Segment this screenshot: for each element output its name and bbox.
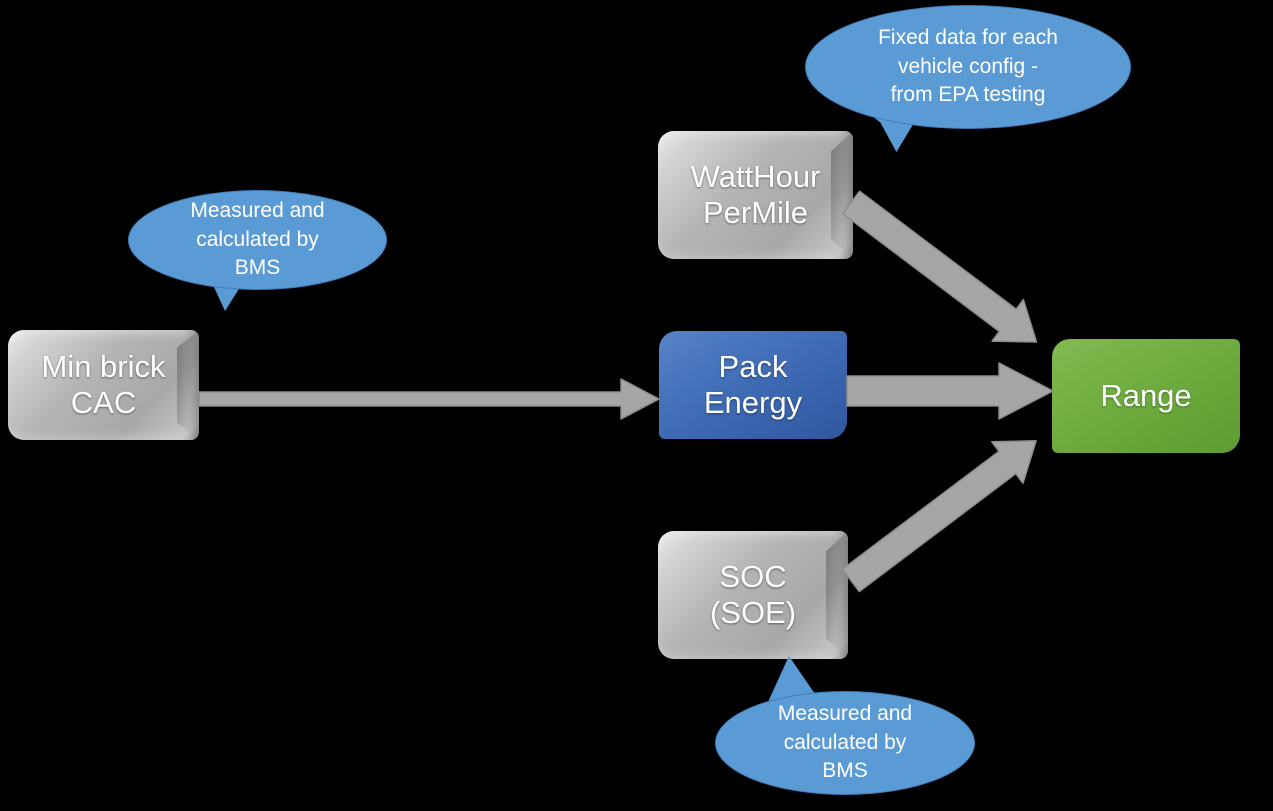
callout-epa[interactable]: Fixed data for each vehicle config - fro… (805, 5, 1131, 152)
arrow-watthour-to-range (842, 190, 1060, 361)
node-range-label: Range (1100, 378, 1192, 414)
callout-bms-soc-bubble: Measured and calculated by BMS (715, 691, 975, 795)
callout-epa-bubble: Fixed data for each vehicle config - fro… (805, 5, 1131, 129)
node-watthour-permile-label: WattHour PerMile (690, 159, 821, 230)
node-min-brick-cac-label: Min brick CAC (41, 349, 166, 420)
node-pack-energy-label: Pack Energy (703, 349, 803, 420)
arrow-pack-energy-to-range (846, 362, 1055, 420)
callout-bms-cac[interactable]: Measured and calculated by BMS (128, 190, 387, 311)
callout-bms-cac-bubble: Measured and calculated by BMS (128, 190, 387, 290)
arrow-soc-to-range (841, 420, 1058, 593)
node-watthour-permile[interactable]: WattHour PerMile (658, 131, 853, 259)
callout-bms-soc[interactable]: Measured and calculated by BMS (715, 656, 975, 795)
node-soc-soe[interactable]: SOC (SOE) (658, 531, 848, 659)
callout-bms-soc-text: Measured and calculated by BMS (777, 702, 913, 783)
callout-bms-cac-text: Measured and calculated by BMS (190, 199, 325, 280)
arrow-cac-to-pack-energy (198, 376, 661, 422)
node-min-brick-cac[interactable]: Min brick CAC (8, 330, 199, 440)
node-range[interactable]: Range (1052, 339, 1240, 453)
node-pack-energy[interactable]: Pack Energy (659, 331, 847, 439)
node-soc-soe-label: SOC (SOE) (709, 559, 797, 630)
callout-epa-text: Fixed data for each vehicle config - fro… (878, 25, 1058, 107)
